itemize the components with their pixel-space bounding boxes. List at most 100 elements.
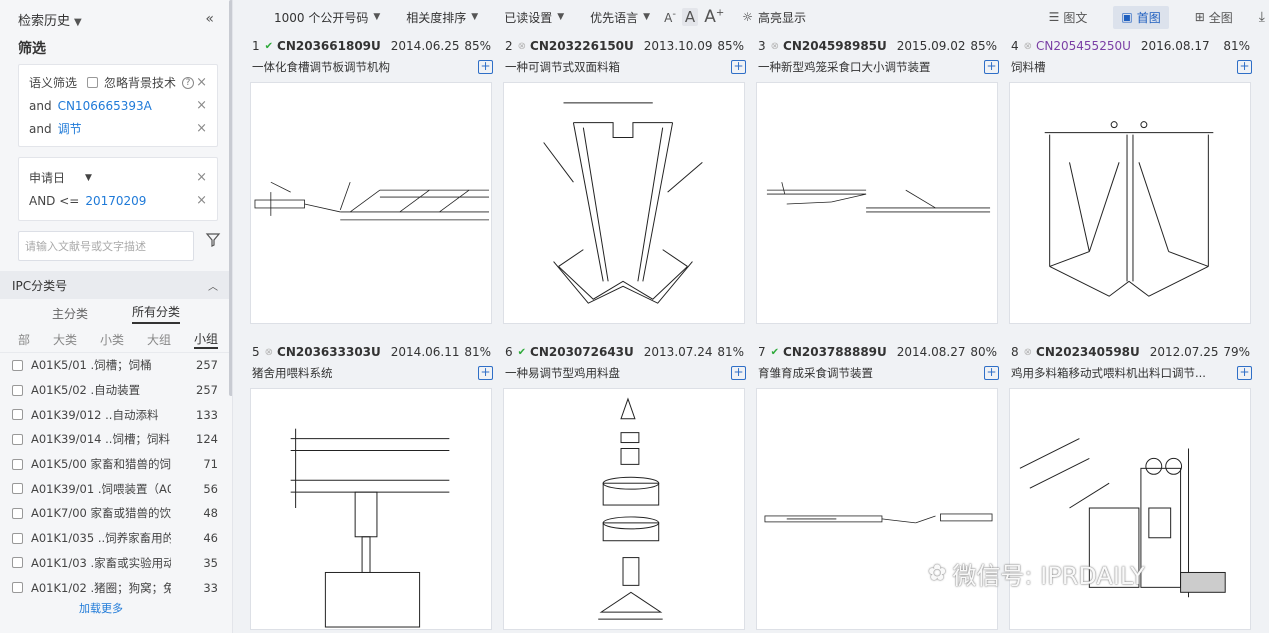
- close-icon[interactable]: ×: [196, 98, 207, 113]
- patent-title[interactable]: 育雏育成采食调节装置: [758, 366, 873, 380]
- checkbox[interactable]: [12, 384, 23, 396]
- close-icon[interactable]: ×: [196, 75, 207, 90]
- close-icon[interactable]: ×: [196, 170, 207, 185]
- chevron-up-icon[interactable]: ︿: [208, 281, 218, 293]
- patent-drawing[interactable]: [1009, 388, 1251, 630]
- add-button[interactable]: +: [478, 60, 493, 74]
- font-decrease-button[interactable]: A-: [664, 9, 676, 25]
- list-item[interactable]: A01K1/02 .猪圈；狗窝；兔...33: [12, 575, 218, 600]
- tab-main-class[interactable]: 主分类: [51, 306, 88, 321]
- add-button[interactable]: +: [731, 60, 746, 74]
- checkbox[interactable]: [12, 409, 23, 421]
- view-first-tab[interactable]: ▣首图: [1113, 5, 1169, 29]
- list-item[interactable]: A01K5/00 家畜和猎兽的饲...71: [12, 452, 218, 477]
- patent-drawing[interactable]: [756, 388, 998, 630]
- font-increase-button[interactable]: A+: [704, 7, 724, 27]
- patent-drawing[interactable]: [250, 82, 492, 324]
- view-all-tab[interactable]: ⊞全图: [1195, 9, 1233, 26]
- chevron-down-icon: ▼: [557, 12, 565, 22]
- checkbox[interactable]: [12, 557, 23, 569]
- download-icon[interactable]: ⤓: [1258, 9, 1265, 25]
- checkbox[interactable]: [12, 483, 23, 495]
- level-section[interactable]: 部: [18, 333, 31, 347]
- count-dropdown[interactable]: 1000 个公开号码▼: [274, 9, 380, 26]
- cond2-value[interactable]: 调节: [57, 122, 82, 136]
- list-item[interactable]: A01K39/01 .饲喂装置（A0...56: [12, 476, 218, 501]
- search-input[interactable]: 请输入文献号或文字描述: [18, 231, 194, 261]
- add-button[interactable]: +: [1237, 60, 1252, 74]
- tab-all-class[interactable]: 所有分类: [131, 303, 180, 324]
- list-item[interactable]: A01K39/014 ..饲槽；饲料...124: [12, 427, 218, 452]
- help-icon[interactable]: ?: [182, 76, 195, 89]
- sidebar-scrollbar[interactable]: [229, 0, 232, 396]
- lang-dropdown[interactable]: 优先语言▼: [590, 9, 650, 26]
- date-value[interactable]: 20170209: [85, 193, 147, 208]
- collapse-icon[interactable]: «: [205, 11, 214, 27]
- patent-drawing[interactable]: [250, 388, 492, 630]
- patent-drawing[interactable]: [1009, 82, 1251, 324]
- patent-number[interactable]: CN205455250U: [1036, 39, 1131, 53]
- patent-title[interactable]: 一种新型鸡笼采食口大小调节装置: [758, 60, 931, 74]
- add-button[interactable]: +: [984, 60, 999, 74]
- chevron-down-icon[interactable]: ▼: [85, 172, 92, 183]
- ignore-bg-checkbox[interactable]: [87, 77, 99, 88]
- patent-title[interactable]: 一种易调节型鸡用料盘: [505, 366, 620, 380]
- checkbox[interactable]: [12, 532, 23, 544]
- patent-number[interactable]: CN203661809U: [277, 39, 381, 53]
- level-group[interactable]: 大组: [146, 333, 171, 347]
- patent-number[interactable]: CN202340598U: [1036, 345, 1140, 359]
- patent-title[interactable]: 一种可调节式双面料箱: [505, 60, 620, 74]
- patent-number[interactable]: CN204598985U: [783, 39, 887, 53]
- patent-drawing[interactable]: [503, 388, 745, 630]
- level-subclass[interactable]: 小类: [99, 333, 124, 347]
- patent-number[interactable]: CN203072643U: [530, 345, 634, 359]
- cond1-value[interactable]: CN106665393A: [57, 98, 152, 113]
- view-text-tab[interactable]: ☰图文: [1049, 9, 1088, 26]
- ipc-section-header[interactable]: IPC分类号 ︿: [0, 271, 232, 299]
- patent-title[interactable]: 饲料槽: [1011, 60, 1046, 74]
- checkbox[interactable]: [12, 507, 23, 519]
- list-item[interactable]: A01K1/035 ..饲养家畜用的...46: [12, 526, 218, 551]
- checkbox[interactable]: [12, 582, 23, 594]
- patent-drawing[interactable]: [756, 82, 998, 324]
- add-button[interactable]: +: [478, 366, 493, 380]
- font-normal-button[interactable]: A: [681, 8, 699, 26]
- patent-drawing[interactable]: [503, 82, 745, 324]
- load-more-link[interactable]: 加载更多: [79, 601, 123, 615]
- filter-icon[interactable]: [205, 232, 221, 248]
- history-dropdown[interactable]: 检索历史▼: [18, 10, 82, 29]
- sort-dropdown[interactable]: 相关度排序▼: [406, 9, 478, 26]
- patent-title[interactable]: 鸡用多料箱移动式喂料机出料口调节...: [1011, 366, 1206, 380]
- checkbox[interactable]: [12, 359, 23, 371]
- highlight-button[interactable]: ☼高亮显示: [742, 9, 806, 26]
- list-item[interactable]: A01K1/03 .家畜或实验用动...35: [12, 551, 218, 576]
- patent-number[interactable]: CN203788889U: [783, 345, 887, 359]
- close-icon[interactable]: ×: [196, 193, 207, 208]
- list-item[interactable]: A01K7/00 家畜或猎兽的饮...48: [12, 501, 218, 526]
- patent-number[interactable]: CN203633303U: [277, 345, 381, 359]
- read-dropdown[interactable]: 已读设置▼: [504, 9, 564, 26]
- patent-title[interactable]: 一体化食槽调节板调节机构: [252, 60, 390, 74]
- add-button[interactable]: +: [731, 366, 746, 380]
- patent-title[interactable]: 猪舍用喂料系统: [252, 366, 333, 380]
- close-icon[interactable]: ×: [196, 121, 207, 136]
- level-class[interactable]: 大类: [52, 333, 77, 347]
- add-button[interactable]: +: [1237, 366, 1252, 380]
- level-subgroup[interactable]: 小组: [193, 330, 218, 349]
- checkbox[interactable]: [12, 433, 23, 445]
- patent-number[interactable]: CN203226150U: [530, 39, 634, 53]
- add-button[interactable]: +: [984, 366, 999, 380]
- ipc-count: 133: [196, 407, 218, 422]
- checkbox[interactable]: [12, 458, 23, 470]
